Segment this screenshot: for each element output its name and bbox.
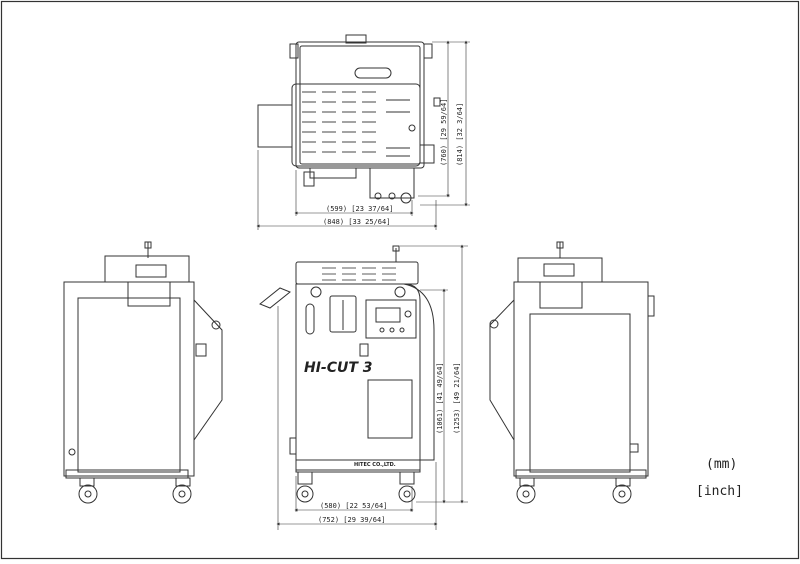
top-hinge xyxy=(345,34,367,44)
top-right-clip xyxy=(433,97,441,107)
right-body xyxy=(513,281,649,477)
unit-mm-label: (mm) xyxy=(706,457,737,472)
right-base xyxy=(515,469,647,479)
left-side-view xyxy=(63,241,223,504)
top-handle-left xyxy=(289,43,299,59)
right-side-view xyxy=(489,241,655,504)
top-view xyxy=(257,34,441,204)
front-lower-door xyxy=(367,379,413,439)
left-door xyxy=(77,297,181,473)
front-display xyxy=(375,307,401,323)
right-wheel-2 xyxy=(612,484,632,504)
front-brand-logo: HI-CUT 3 xyxy=(304,360,373,376)
front-maker-label: HITEC CO.,LTD. xyxy=(354,462,396,468)
top-width-inner-label: (599) [23 37/64] xyxy=(326,205,393,213)
left-switch xyxy=(195,343,207,357)
vent-slots xyxy=(302,91,410,157)
right-door xyxy=(529,313,631,473)
left-side-chute xyxy=(193,298,223,442)
top-handle-right xyxy=(423,43,433,59)
left-lid-box xyxy=(127,281,171,307)
front-control-panel xyxy=(365,299,417,339)
front-body xyxy=(295,283,421,471)
front-width-inner-label: (580) [22 53/64] xyxy=(320,502,387,510)
front-chute xyxy=(329,295,357,333)
top-control-knob-3 xyxy=(400,192,412,204)
front-right-curve xyxy=(403,283,435,461)
top-view-dimensions xyxy=(256,40,470,230)
front-top-panel xyxy=(295,261,419,285)
top-left-hopper xyxy=(257,104,293,148)
top-main-body xyxy=(295,41,425,169)
vent-panel xyxy=(291,83,421,167)
top-bottom-rail xyxy=(309,167,357,179)
front-view xyxy=(259,245,435,503)
top-bottom-foot xyxy=(303,171,315,187)
left-wheel-2 xyxy=(172,484,192,504)
left-top-unit xyxy=(104,255,190,283)
front-wheel-2 xyxy=(398,485,416,503)
front-height-inner-label: (1061) [41 49/64] xyxy=(436,362,444,434)
left-hopper xyxy=(135,264,167,278)
right-lid-box xyxy=(539,281,583,309)
left-chute-knob xyxy=(211,320,221,330)
top-width-outer-label: (848) [33 25/64] xyxy=(323,218,390,226)
top-inner-body xyxy=(299,45,421,165)
front-left-lever xyxy=(259,287,291,309)
right-wheel-1 xyxy=(516,484,536,504)
front-view-dimensions xyxy=(276,244,468,530)
right-hopper xyxy=(543,263,575,277)
front-knob-left xyxy=(310,286,322,298)
left-base xyxy=(65,469,189,479)
front-width-outer-label: (752) [29 39/64] xyxy=(318,516,385,524)
top-control-knob-1 xyxy=(374,192,382,200)
front-knob-right xyxy=(394,286,406,298)
right-top-unit xyxy=(517,257,603,283)
top-control-knob-2 xyxy=(388,192,396,200)
top-depth-outer-label: (814) [32 3/64] xyxy=(456,103,464,166)
top-control-box xyxy=(369,167,415,199)
top-right-block xyxy=(419,144,435,164)
lid-handle xyxy=(354,67,392,79)
unit-inch-label: [inch] xyxy=(696,484,743,499)
front-top-vents xyxy=(322,267,396,281)
front-wheel-1 xyxy=(296,485,314,503)
right-chute-knob xyxy=(489,319,499,329)
front-height-outer-label: (1253) [49 21/64] xyxy=(453,362,461,434)
left-wheel-1 xyxy=(78,484,98,504)
top-knob xyxy=(408,124,416,132)
left-body xyxy=(63,281,195,477)
right-side-chute xyxy=(489,298,515,442)
front-base xyxy=(295,459,421,473)
top-depth-inner-label: (760) [29 59/64] xyxy=(440,99,448,166)
